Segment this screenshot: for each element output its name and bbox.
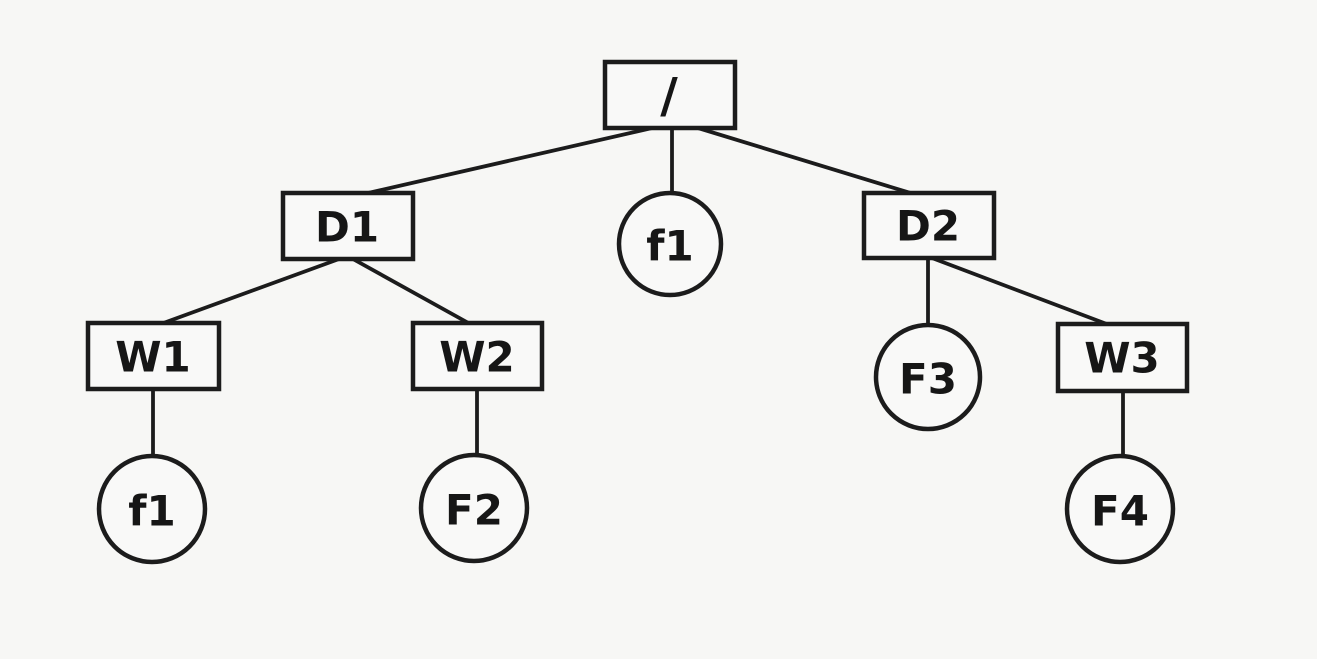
node-f3: F3 (873, 322, 983, 432)
f2-file-label: F2 (445, 486, 503, 535)
f2-file-circle (418, 452, 530, 564)
f1-leaf-file-circle (96, 453, 208, 565)
node-f4: F4 (1064, 453, 1176, 565)
node-f2: F2 (418, 452, 530, 564)
f3-file-circle (873, 322, 983, 432)
node-w2: W2 (410, 320, 545, 392)
d1-directory-box (280, 190, 416, 262)
tree-edges (151, 126, 1125, 459)
edge-root-d1 (353, 126, 654, 198)
d1-directory-label: D1 (315, 203, 379, 252)
d2-directory-label: D2 (896, 202, 960, 251)
node-w1: W1 (85, 320, 222, 392)
edge-d2-w3 (930, 256, 1114, 328)
edge-d1-w2 (351, 257, 474, 327)
w2-directory-box (410, 320, 545, 392)
node-f1-mid: f1 (616, 190, 724, 298)
node-d2: D2 (861, 190, 997, 261)
f1-leaf-file-label: f1 (128, 487, 176, 536)
f1-mid-file-label: f1 (646, 222, 694, 271)
node-w3: W3 (1055, 321, 1190, 394)
node-d1: D1 (280, 190, 416, 262)
node-root: / (602, 59, 738, 131)
f3-file-label: F3 (899, 355, 957, 404)
w3-directory-label: W3 (1084, 334, 1160, 383)
edge-root-d2 (696, 126, 919, 197)
f1-mid-file-circle (616, 190, 724, 298)
d2-directory-box (861, 190, 997, 261)
w1-directory-label: W1 (115, 333, 191, 382)
root-directory-label: / (660, 68, 678, 124)
f4-file-label: F4 (1091, 487, 1149, 536)
node-f1-leaf: f1 (96, 453, 208, 565)
edge-d1-w1 (156, 257, 341, 327)
f4-file-circle (1064, 453, 1176, 565)
root-directory-box (602, 59, 738, 131)
w2-directory-label: W2 (439, 333, 515, 382)
w1-directory-box (85, 320, 222, 392)
w3-directory-box (1055, 321, 1190, 394)
